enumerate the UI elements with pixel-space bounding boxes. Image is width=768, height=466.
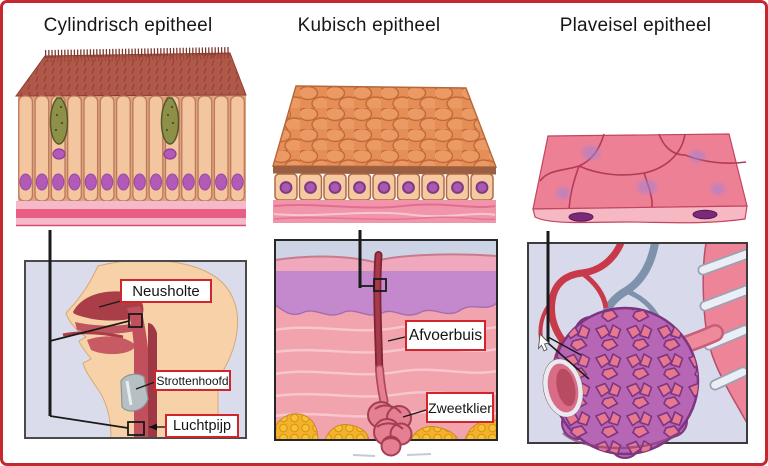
head-neck-cross-section [25, 261, 246, 438]
cuboidal-epithelium-illustration [272, 85, 498, 223]
label-luchtpijp: Luchtpijp [165, 414, 239, 438]
label-zweetklier: Zweetklier [426, 392, 494, 423]
mouse-cursor [537, 333, 550, 352]
alveoli-cluster [542, 306, 700, 459]
connector-lines [48, 230, 590, 436]
label-strottenhoofd: Strottenhoofd [154, 370, 231, 391]
diagram-artwork [15, 47, 748, 459]
columnar-epithelium-illustration [15, 47, 247, 227]
column-title-plaveisel: Plaveisel epitheel [559, 15, 712, 36]
label-afvoerbuis: Afvoerbuis [405, 320, 486, 351]
sweat-gland-coil [352, 401, 432, 457]
column-title-cylindrisch: Cylindrisch epitheel [43, 15, 213, 36]
column-title-kubisch: Kubisch epitheel [297, 15, 441, 36]
panel-1-border [24, 260, 247, 439]
label-neusholte: Neusholte [120, 279, 212, 303]
squamous-epithelium-illustration [532, 133, 748, 224]
